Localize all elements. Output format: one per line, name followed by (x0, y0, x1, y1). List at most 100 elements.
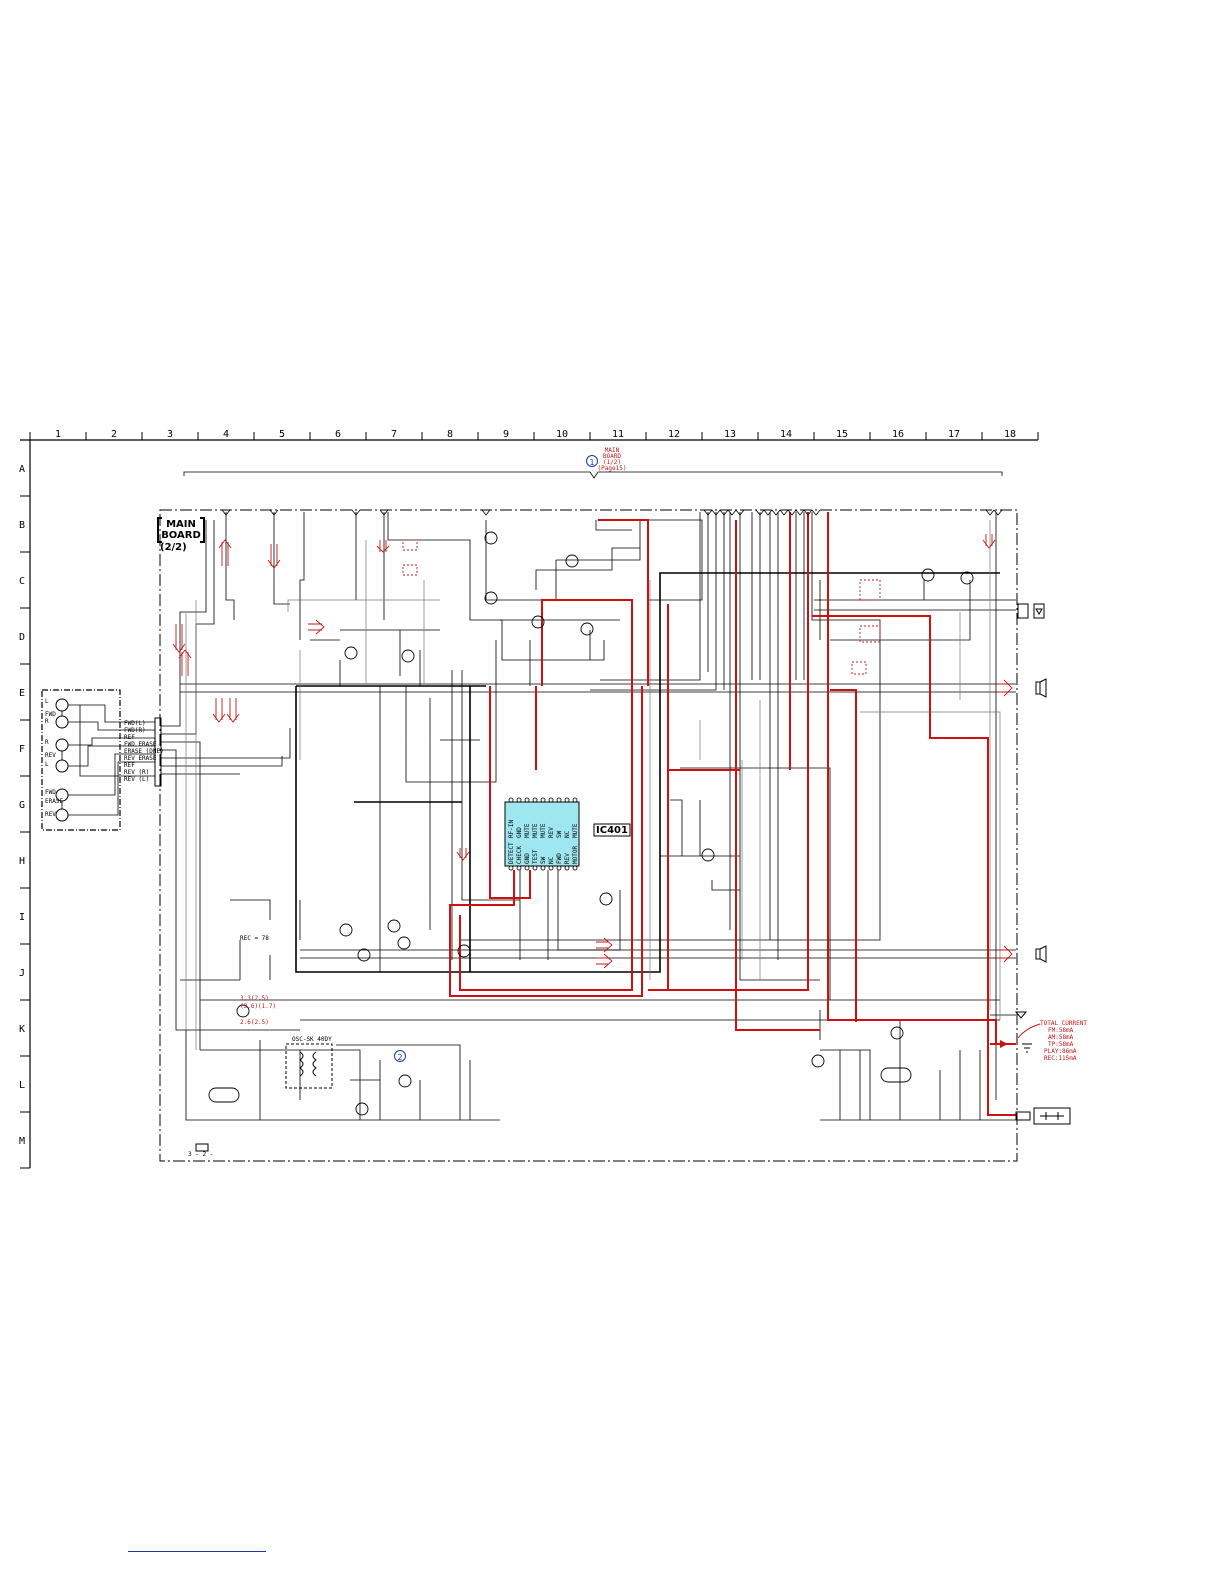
row-letter: G (19, 800, 25, 811)
transistors (208, 531, 974, 1116)
ic401-bottom-pin-labels: DETECT CHECK GND TEST SW NC FWD REV MOTO… (508, 842, 579, 864)
row-letter: J (19, 968, 25, 979)
svg-text:BOARD: BOARD (603, 453, 621, 460)
svg-text:DETECT: DETECT (508, 842, 515, 864)
board-title: MAIN BOARD (2/2) (157, 517, 205, 553)
svg-text:REF: REF (124, 762, 135, 769)
ic401-top-pin-labels: RF-IN GND MUTE MUTE MUTE REV SW NC MUTE (508, 820, 579, 838)
column-number: 9 (503, 429, 509, 440)
row-letter: B (19, 520, 25, 531)
column-number: 6 (335, 429, 341, 440)
svg-text:REV (R): REV (R) (124, 769, 149, 776)
row-letter: F (19, 744, 25, 755)
highlighted-signal-path (449, 512, 1016, 1116)
svg-text:MAIN: MAIN (605, 447, 620, 454)
osc-transformer: OSC-SK 40DY (285, 1036, 333, 1089)
column-number: 11 (612, 429, 624, 440)
row-letter: K (19, 1024, 25, 1035)
reference-marker-2: 2 (394, 1050, 406, 1062)
bottom-note: 3 - 2 - (188, 1143, 213, 1158)
svg-text:NC: NC (548, 856, 555, 864)
svg-text:TOTAL CURRENT: TOTAL CURRENT (1040, 1020, 1087, 1027)
svg-text:BOARD: BOARD (161, 530, 201, 541)
row-letter: M (19, 1136, 25, 1147)
test-point-boxes (402, 539, 881, 675)
svg-text:3 - 2 -: 3 - 2 - (188, 1151, 213, 1158)
svg-text:FWD: FWD (45, 789, 56, 796)
voltage-note: 2.6(2.5) (240, 1019, 269, 1026)
board-boundary (159, 509, 1018, 1162)
svg-text:MUTE: MUTE (532, 823, 539, 838)
column-number: 10 (556, 429, 568, 440)
reference-marker-1: 1 MAIN BOARD (1/2) (Page15) (183, 447, 1003, 479)
svg-text:FWD(L): FWD(L) (124, 720, 146, 727)
svg-text:MUTE: MUTE (572, 823, 579, 838)
svg-text:(1/2): (1/2) (603, 459, 621, 466)
footer-link-underline[interactable] (128, 1551, 266, 1552)
row-scale: A B C D E F G H I J K L M (19, 464, 30, 1147)
column-number: 13 (724, 429, 736, 440)
svg-text:GND: GND (524, 853, 531, 864)
row-letter: L (19, 1080, 25, 1091)
svg-text:PLAY:86mA: PLAY:86mA (1044, 1048, 1077, 1055)
svg-text:RF-IN: RF-IN (508, 820, 515, 838)
total-current-note: TOTAL CURRENT FM:58mA AM:58mA TP:58mA PL… (1017, 1020, 1087, 1062)
svg-text:SW: SW (540, 856, 547, 864)
svg-text:AM:58mA: AM:58mA (1048, 1034, 1074, 1041)
column-number: 1 (55, 429, 61, 440)
svg-text:1: 1 (589, 458, 594, 467)
column-number: 3 (167, 429, 173, 440)
svg-text:REV: REV (45, 752, 56, 759)
svg-text:REF: REF (124, 734, 135, 741)
svg-text:MUTE: MUTE (540, 823, 547, 838)
ic401: IC401 RF-IN GND MUTE MUTE MUTE REV SW NC… (504, 797, 631, 871)
svg-text:OSC-SK 40DY: OSC-SK 40DY (292, 1036, 332, 1043)
svg-text:REV: REV (564, 853, 571, 864)
row-letter: H (19, 856, 25, 867)
ground-wiring (185, 520, 1001, 1050)
column-number: 5 (279, 429, 285, 440)
svg-text:R: R (45, 739, 49, 746)
head-connector: FWD(L) FWD(R) REF FWD ERASE ERASE (DNE) … (124, 717, 164, 787)
column-number: 18 (1004, 429, 1016, 440)
svg-text:FM:58mA: FM:58mA (1048, 1027, 1074, 1034)
svg-text:MOTOR: MOTOR (572, 846, 579, 864)
svg-text:REV ERASE: REV ERASE (124, 755, 157, 762)
signal-wiring (161, 512, 1016, 1121)
head-assembly: L FWD R R REV L FWD ERASE REV (41, 689, 155, 831)
svg-text:IC401: IC401 (596, 825, 628, 836)
output-jacks (1014, 603, 1071, 1125)
column-number: 2 (111, 429, 117, 440)
svg-text:FWD: FWD (556, 853, 563, 864)
column-number: 16 (892, 429, 904, 440)
svg-text:NC: NC (564, 830, 571, 838)
top-edge-terminals (221, 509, 1003, 516)
column-number: 8 (447, 429, 453, 440)
svg-text:SW: SW (556, 830, 563, 838)
svg-text:MAIN: MAIN (166, 519, 196, 530)
svg-text:FWD ERASE: FWD ERASE (124, 741, 157, 748)
rec-label: REC = 78 (240, 935, 269, 942)
column-number: 14 (780, 429, 792, 440)
column-number: 7 (391, 429, 397, 440)
svg-text:MUTE: MUTE (524, 823, 531, 838)
svg-text:2: 2 (397, 1053, 402, 1062)
svg-text:REC:115mA: REC:115mA (1044, 1055, 1077, 1062)
column-number: 12 (668, 429, 680, 440)
row-letter: D (19, 632, 25, 643)
signal-direction-arrows (172, 534, 1013, 969)
column-scale: 1 2 3 4 5 6 7 8 9 10 11 12 13 14 15 16 1… (29, 429, 1039, 440)
svg-text:REV: REV (548, 827, 555, 838)
row-letter: A (19, 464, 25, 475)
svg-text:REV: REV (45, 811, 56, 818)
column-number: 15 (836, 429, 848, 440)
svg-text:CHECK: CHECK (516, 846, 523, 864)
svg-text:ERASE: ERASE (45, 798, 63, 805)
svg-text:(2/2): (2/2) (160, 542, 187, 553)
voltage-note: 3.3(2.5) (240, 995, 269, 1002)
voltage-note: (2.6)(1.7) (240, 1003, 276, 1010)
row-letter: I (19, 912, 25, 923)
row-letter: E (19, 688, 25, 699)
svg-text:ERASE (DNE): ERASE (DNE) (124, 748, 164, 755)
